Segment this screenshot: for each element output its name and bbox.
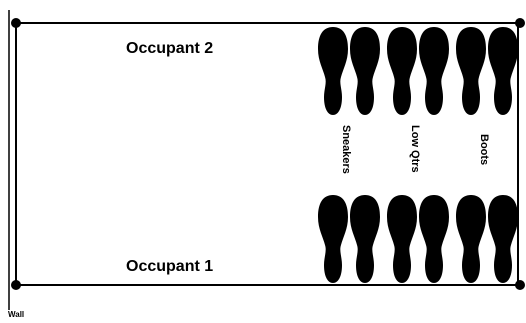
shoe-icon	[419, 27, 449, 115]
corner-dot-bottom-left	[11, 280, 21, 290]
top-shoe-row	[318, 27, 518, 115]
shoe-icon	[387, 27, 417, 115]
shoe-icon	[488, 27, 518, 115]
corner-dot-bottom-right	[515, 280, 525, 290]
shoe-icon	[318, 27, 348, 115]
shoe-icon	[387, 195, 417, 283]
corner-dot-top-right	[515, 18, 525, 28]
shoe-icon	[419, 195, 449, 283]
shoe-icon	[350, 195, 380, 283]
wall-label: Wall	[8, 310, 24, 319]
shoe-icon	[488, 195, 518, 283]
bottom-shoe-row	[318, 195, 518, 283]
corner-dot-top-left	[11, 18, 21, 28]
shoe-type-low-qtrs: Low Qtrs	[409, 125, 421, 173]
shoe-type-sneakers: Sneakers	[340, 125, 352, 174]
shoe-icon	[456, 27, 486, 115]
occupant-2-label: Occupant 2	[126, 40, 213, 57]
shoe-icon	[350, 27, 380, 115]
shoe-icon	[318, 195, 348, 283]
shoe-type-boots: Boots	[478, 134, 490, 165]
shoe-icon	[456, 195, 486, 283]
occupant-1-label: Occupant 1	[126, 258, 213, 275]
